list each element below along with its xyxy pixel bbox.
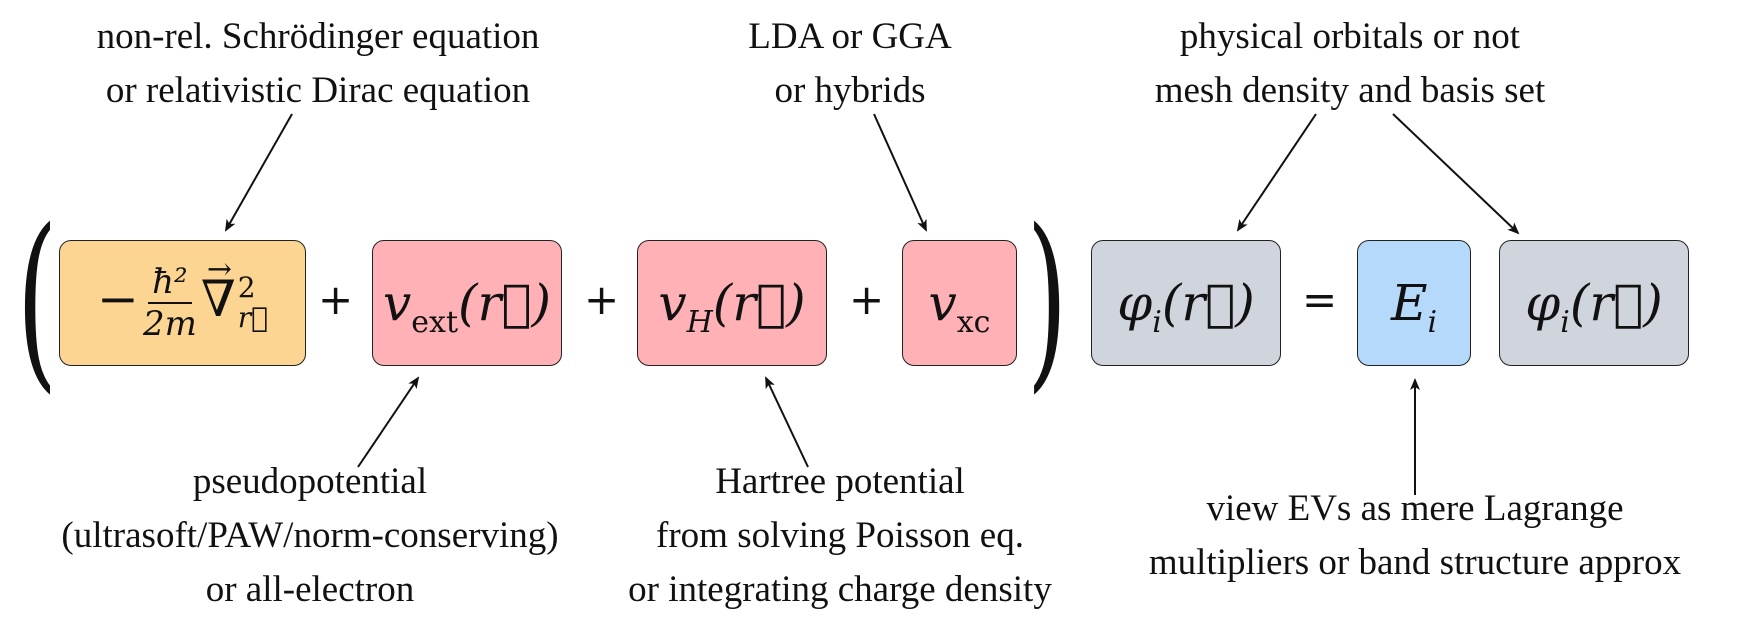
- nabla-symbol: →∇: [200, 252, 236, 328]
- arrow-orbital-left: [1236, 113, 1317, 232]
- kinetic-minus: −: [97, 270, 139, 328]
- xc-potential-box: vxc: [902, 240, 1017, 366]
- phi-right-symbol: φ: [1525, 274, 1561, 332]
- annotation-orbitals-line1: physical orbitals or not: [1179, 16, 1521, 57]
- vxc-subscript: xc: [956, 305, 991, 340]
- annotation-xc-line1: LDA or GGA: [748, 16, 952, 57]
- annotation-xc-line2: or hybrids: [774, 70, 926, 111]
- energy-term: Ei: [1390, 274, 1437, 338]
- nabla-glyph: ∇: [200, 270, 236, 328]
- annotation-hartree-line3: or integrating charge density: [628, 569, 1052, 610]
- energy-symbol: E: [1390, 274, 1428, 332]
- nabla-superscript: 2: [237, 271, 256, 304]
- vext-subscript: ext: [411, 305, 459, 340]
- annotation-orbitals: physical orbitals or not mesh density an…: [1100, 10, 1600, 118]
- right-parenthesis: ): [1026, 189, 1068, 410]
- annotation-ext-line3: or all-electron: [205, 569, 415, 610]
- orbital-term-right: φi(r⃗): [1525, 274, 1663, 338]
- vext-argument: (r⃗): [458, 274, 551, 332]
- energy-subscript: i: [1427, 305, 1438, 340]
- plus-sign-3: +: [849, 275, 885, 324]
- energy-box: Ei: [1357, 240, 1471, 366]
- vh-v: v: [658, 274, 687, 332]
- external-potential-term: vext(r⃗): [383, 274, 551, 338]
- plus-sign-2: +: [584, 275, 620, 324]
- annotation-kinetic-line2: or relativistic Dirac equation: [105, 70, 531, 111]
- annotation-orbitals-line2: mesh density and basis set: [1154, 70, 1546, 111]
- annotation-eigen-line2: multipliers or band structure approx: [1148, 542, 1682, 583]
- left-parenthesis: (: [16, 189, 58, 410]
- vxc-v: v: [928, 274, 957, 332]
- fraction-denominator: 2m: [142, 304, 197, 344]
- hartree-potential-term: vH(r⃗): [658, 274, 806, 338]
- xc-potential-term: vxc: [928, 274, 991, 338]
- vh-argument: (r⃗): [712, 274, 806, 332]
- arrow-kinetic: [225, 113, 293, 232]
- annotation-kinetic: non-rel. Schrödinger equation or relativ…: [48, 10, 588, 118]
- annotation-xc: LDA or GGA or hybrids: [700, 10, 1000, 118]
- phi-right-subscript: i: [1560, 305, 1570, 340]
- orbital-box-left: φi(r⃗): [1091, 240, 1281, 366]
- phi-left-symbol: φ: [1117, 274, 1153, 332]
- nabla-vector-arrow: →: [206, 252, 232, 287]
- phi-left-subscript: i: [1152, 305, 1162, 340]
- orbital-term-left: φi(r⃗): [1117, 274, 1255, 338]
- annotation-hartree: Hartree potential from solving Poisson e…: [585, 455, 1095, 617]
- annotation-ext-line1: pseudopotential: [192, 461, 428, 502]
- equals-sign: =: [1302, 275, 1338, 324]
- plus-sign-1: +: [318, 275, 354, 324]
- nabla-subscript: r⃗: [237, 301, 268, 334]
- arrow-hartree: [765, 376, 809, 468]
- vext-v: v: [383, 274, 412, 332]
- annotation-ext-line2: (ultrasoft/PAW/norm-conserving): [61, 515, 559, 556]
- arrow-xc: [873, 113, 927, 232]
- phi-right-argument: (r⃗): [1569, 274, 1663, 332]
- orbital-box-right: φi(r⃗): [1499, 240, 1689, 366]
- hartree-potential-box: vH(r⃗): [637, 240, 827, 366]
- annotation-kinetic-line1: non-rel. Schrödinger equation: [96, 16, 540, 57]
- phi-left-argument: (r⃗): [1161, 274, 1255, 332]
- arrow-orbital-right: [1392, 113, 1520, 235]
- vh-subscript: H: [686, 305, 713, 340]
- external-potential-box: vext(r⃗): [372, 240, 562, 366]
- annotation-hartree-line1: Hartree potential: [715, 461, 965, 502]
- annotation-ext: pseudopotential (ultrasoft/PAW/norm-cons…: [15, 455, 605, 617]
- fraction-numerator: ħ²: [148, 262, 192, 304]
- arrow-ext: [357, 376, 420, 468]
- annotation-hartree-line2: from solving Poisson eq.: [656, 515, 1024, 556]
